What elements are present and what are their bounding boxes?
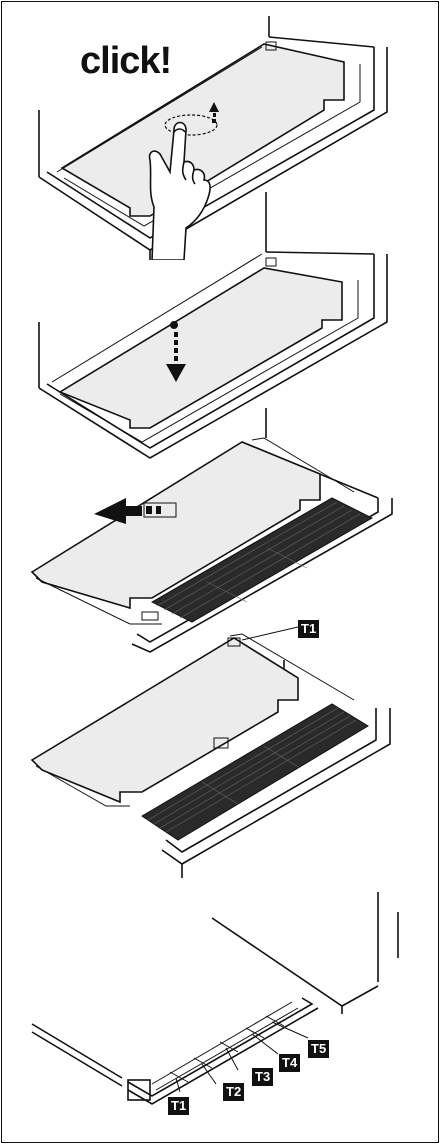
down-arrow-icon (166, 332, 186, 382)
step-2-panel (2, 192, 440, 462)
step-4-illustration (30, 626, 391, 878)
step-3-panel (2, 402, 440, 658)
step-4-panel: T1 (2, 620, 440, 882)
filter-panel (30, 441, 321, 610)
filter-panel (60, 43, 345, 217)
tag-t5: T5 (308, 1040, 330, 1058)
step-2-illustration (38, 192, 388, 459)
step-3-illustration (30, 408, 393, 653)
step-1-panel: click! (2, 2, 440, 260)
tag-t1: T1 (168, 1097, 190, 1115)
filter-panel (58, 267, 343, 429)
hand-icon (148, 121, 211, 260)
click-caption: click! (80, 40, 172, 82)
filter-panel (30, 637, 299, 804)
tag-t2: T2 (223, 1083, 245, 1101)
tag-t3: T3 (252, 1068, 274, 1086)
step-1-illustration (38, 16, 388, 260)
tag-t4: T4 (279, 1054, 301, 1072)
step-5-illustration (31, 892, 399, 1105)
mesh-grid (150, 497, 374, 623)
left-arrow-icon (94, 498, 161, 524)
step-5-panel: T1 T2 T3 T4 T5 (2, 882, 440, 1144)
tag-t1-step4: T1 (298, 620, 320, 638)
up-arrow-icon (209, 102, 219, 123)
